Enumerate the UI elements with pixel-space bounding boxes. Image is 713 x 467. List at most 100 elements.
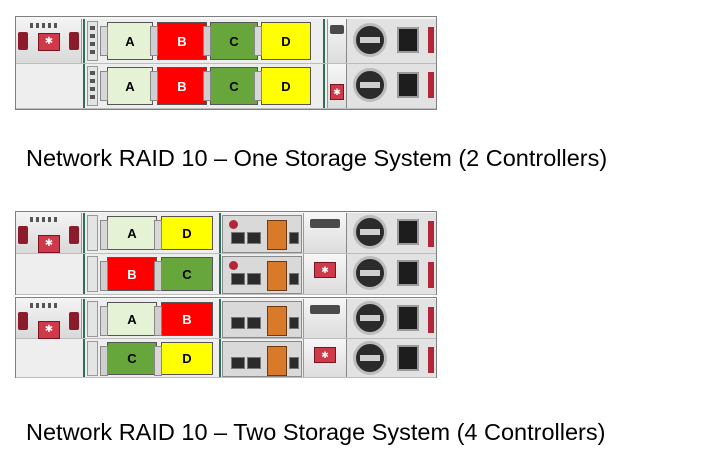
latch-icon	[69, 226, 79, 244]
power-supply	[346, 19, 436, 63]
psu-pull-tab	[428, 347, 434, 373]
power-supply	[346, 254, 436, 294]
controller-ports	[222, 341, 302, 377]
drive-label: D	[281, 78, 291, 94]
right-ear	[303, 299, 347, 338]
drive-c: C	[100, 342, 157, 376]
left-ear: ✱	[16, 19, 82, 63]
latch-icon	[18, 312, 28, 330]
drive-label: B	[182, 311, 192, 327]
drive-label: D	[182, 225, 192, 241]
drive-bay-indicators	[87, 21, 98, 61]
drive-b: B	[150, 67, 207, 105]
drive-c: C	[154, 257, 213, 291]
power-socket-icon	[397, 345, 419, 371]
left-ear	[16, 254, 82, 294]
fan-icon	[353, 23, 387, 57]
power-socket-icon	[397, 260, 419, 286]
drive-d: D	[154, 342, 213, 376]
hp-logo-icon: ✱	[330, 84, 344, 100]
drive-frame: A B C D	[83, 64, 325, 108]
drive-label: C	[127, 351, 137, 366]
drive-b: B	[154, 302, 213, 336]
hp-logo-icon: ✱	[38, 321, 60, 339]
left-ear: ✱	[16, 299, 82, 339]
drive-d: D	[154, 216, 213, 250]
drive-a: A	[100, 22, 153, 60]
drive-b: B	[150, 22, 207, 60]
drive-bay-indicators	[87, 256, 98, 292]
drive-frame: A D	[83, 213, 221, 253]
drive-a: A	[100, 67, 153, 105]
latch-icon	[18, 32, 28, 50]
drive-c: C	[203, 22, 258, 60]
drive-label: D	[281, 33, 291, 49]
power-supply	[346, 213, 436, 253]
drive-bay-indicators	[87, 66, 98, 106]
drive-label: B	[177, 33, 187, 49]
fan-icon	[353, 341, 387, 375]
status-dots	[30, 217, 60, 222]
controller-unit-1: ✱ A B	[16, 299, 436, 339]
fan-icon	[353, 215, 387, 249]
drive-label: A	[125, 33, 135, 49]
fan-icon	[353, 68, 387, 102]
hp-logo-icon: ✱	[38, 235, 60, 253]
drive-a: A	[100, 302, 157, 336]
left-ear	[16, 339, 82, 377]
drive-label: D	[182, 351, 192, 366]
power-supply	[346, 64, 436, 108]
hp-logo-icon: ✱	[314, 347, 336, 363]
status-dots	[30, 303, 60, 308]
drive-frame: B C	[83, 254, 221, 294]
power-socket-icon	[397, 27, 419, 53]
drive-label: A	[125, 78, 135, 94]
drive-label: B	[177, 78, 187, 94]
right-ear	[303, 213, 347, 253]
psu-pull-tab	[428, 307, 434, 333]
fan-icon	[353, 301, 387, 335]
left-ear: ✱	[16, 213, 82, 253]
controller-unit-2: B C ✱	[16, 254, 436, 295]
drive-frame: A B C D	[83, 19, 325, 63]
power-supply	[346, 299, 436, 338]
controller-ports	[222, 215, 302, 253]
hp-logo-icon: ✱	[314, 262, 336, 278]
storage-system-one: ✱ A B C D A	[15, 16, 437, 110]
psu-pull-tab	[428, 27, 434, 53]
drive-a: A	[100, 216, 157, 250]
status-dots	[30, 23, 60, 28]
latch-icon	[69, 312, 79, 330]
drive-bay-indicators	[87, 215, 98, 251]
drive-c: C	[203, 67, 258, 105]
controller-unit-1: ✱ A D	[16, 213, 436, 254]
drive-b: B	[100, 257, 157, 291]
right-ear: ✱	[303, 254, 347, 294]
drive-frame: A B	[83, 299, 221, 338]
latch-icon	[18, 226, 28, 244]
left-ear	[16, 64, 82, 108]
storage-system-two-enclosure-2: ✱ A B C D	[15, 297, 437, 378]
power-supply	[346, 339, 436, 377]
caption-two-storage-system: Network RAID 10 – Two Storage System (4 …	[26, 419, 606, 445]
hp-logo-icon: ✱	[38, 33, 60, 51]
power-socket-icon	[397, 72, 419, 98]
drive-label: C	[229, 33, 239, 49]
latch-icon	[69, 32, 79, 50]
power-socket-icon	[397, 305, 419, 331]
controller-unit-2: C D ✱	[16, 339, 436, 378]
controller-unit-2: A B C D ✱	[16, 64, 436, 109]
right-ear: ✱	[303, 339, 347, 377]
psu-pull-tab	[428, 262, 434, 288]
right-ear	[327, 19, 347, 63]
drive-d: D	[254, 67, 311, 105]
drive-label: A	[127, 225, 137, 241]
fan-icon	[353, 256, 387, 290]
drive-frame: C D	[83, 339, 221, 377]
controller-ports	[222, 256, 302, 294]
psu-pull-tab	[428, 221, 434, 247]
drive-label: A	[127, 311, 137, 327]
drive-bay-indicators	[87, 341, 98, 376]
controller-unit-1: ✱ A B C D	[16, 19, 436, 64]
psu-pull-tab	[428, 72, 434, 98]
